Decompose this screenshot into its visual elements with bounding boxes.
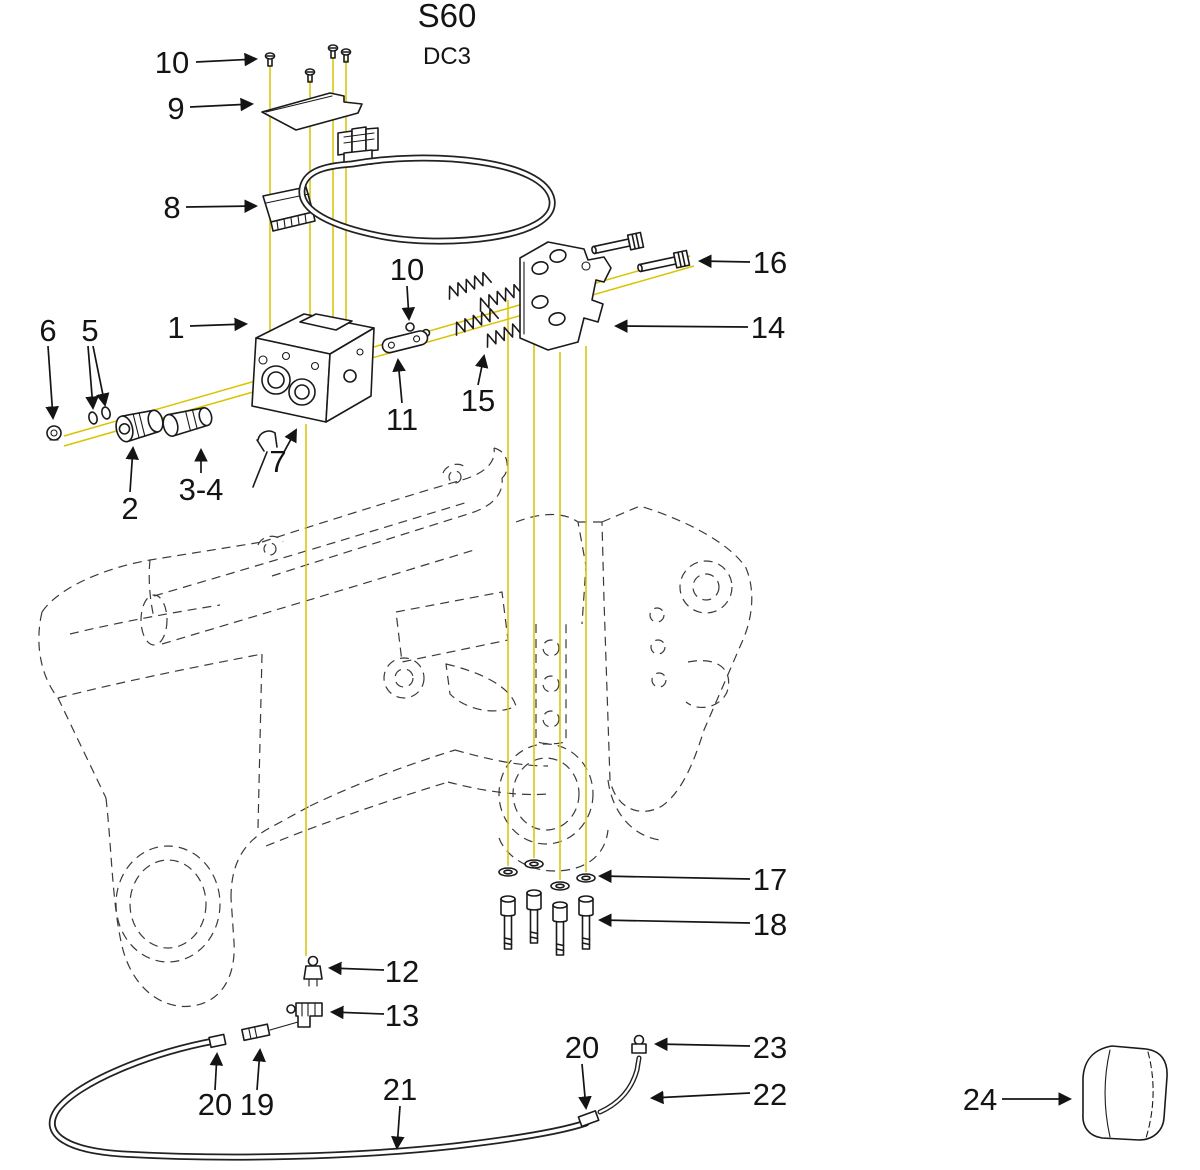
coupler-frame-body <box>38 447 753 1008</box>
callout-label: 19 <box>240 1087 274 1122</box>
drawing-subtitle: DC3 <box>423 43 471 70</box>
callout-13-elbow: 13 <box>329 998 419 1033</box>
callout-label: 11 <box>386 402 418 437</box>
part-connector-block <box>262 186 316 232</box>
callout-9-plate: 9 <box>167 91 255 126</box>
part-cover-plate <box>261 92 363 131</box>
part-coupling <box>115 409 164 443</box>
part-straight-fitting <box>303 955 323 987</box>
callout-label: 18 <box>753 907 787 942</box>
part-pin-and-link <box>381 322 431 354</box>
callout-10-pin: 10 <box>390 252 424 322</box>
callout-label: 8 <box>163 190 180 225</box>
parts-layer <box>46 44 1168 1161</box>
callout-label: 15 <box>461 383 495 418</box>
part-springs <box>444 270 531 348</box>
callout-label: 7 <box>269 444 286 479</box>
part-plug <box>46 425 62 441</box>
callout-16-bolts: 16 <box>697 245 787 280</box>
callout-6-plug: 6 <box>39 313 59 421</box>
part-protection-cap <box>1082 1045 1168 1141</box>
callout-label: 12 <box>385 954 419 989</box>
wrench-icon <box>252 430 278 488</box>
callout-label: 24 <box>963 1082 997 1117</box>
callout-21-hose: 21 <box>383 1072 417 1151</box>
part-seal-rings <box>88 406 111 425</box>
callout-22-tube: 22 <box>649 1077 787 1112</box>
callout-label: 10 <box>390 252 424 287</box>
callout-12-fitting: 12 <box>327 954 419 989</box>
callout-label: 20 <box>198 1087 232 1122</box>
callout-5-seals: 5 <box>81 313 110 411</box>
callout-label: 22 <box>753 1077 787 1112</box>
callout-label: 2 <box>121 491 138 526</box>
callout-7-wrench: 7 <box>269 428 297 479</box>
callout-label: 14 <box>751 310 785 345</box>
assembly-leader-lines <box>63 57 695 956</box>
part-valve-block <box>251 313 375 423</box>
callout-15-springs: 15 <box>461 354 495 418</box>
callout-1-valve-block: 1 <box>167 310 249 345</box>
part-bent-tube <box>597 1034 647 1115</box>
part-cable-harness <box>298 126 556 245</box>
part-sleeve-nut <box>162 406 213 437</box>
callout-23-fitting: 23 <box>653 1030 787 1065</box>
callout-2-coupling: 2 <box>121 445 139 526</box>
callout-label: 5 <box>81 313 98 348</box>
callout-3-4-sleeve: 3-4 <box>179 447 224 507</box>
callout-label: 6 <box>39 313 56 348</box>
part-hose-assembly <box>48 1021 600 1161</box>
callout-label: 20 <box>565 1030 599 1065</box>
callout-24-cap: 24 <box>963 1082 1073 1117</box>
callout-label: 3-4 <box>179 472 224 507</box>
callout-11-link: 11 <box>386 357 418 437</box>
callout-20-left: 20 <box>198 1051 232 1122</box>
part-elbow-fitting <box>286 1002 323 1028</box>
part-washers <box>498 859 596 891</box>
callout-label: 10 <box>155 45 189 80</box>
callout-8-connector: 8 <box>163 190 259 225</box>
title-block: S60 DC3 <box>418 0 477 70</box>
callout-19-fitting: 19 <box>240 1047 274 1122</box>
callout-18-socket-bolts: 18 <box>597 907 787 942</box>
callout-label: 9 <box>167 91 184 126</box>
callout-label: 1 <box>167 310 184 345</box>
callouts-layer: 10 9 8 1 6 5 2 3-4 <box>39 45 1073 1151</box>
callout-label: 16 <box>753 245 787 280</box>
callout-10-screws: 10 <box>155 45 259 80</box>
part-socket-bolts <box>500 889 594 956</box>
drawing-title: S60 <box>418 0 477 34</box>
part-screws-top <box>264 44 352 83</box>
callout-label: 13 <box>385 998 419 1033</box>
callout-label: 17 <box>753 862 787 897</box>
callout-14-bracket: 14 <box>613 310 785 345</box>
part-locking-bracket <box>519 241 612 351</box>
callout-17-washers: 17 <box>597 862 787 897</box>
callout-20-right: 20 <box>565 1030 599 1111</box>
callout-label: 21 <box>383 1072 417 1107</box>
callout-label: 23 <box>753 1030 787 1065</box>
